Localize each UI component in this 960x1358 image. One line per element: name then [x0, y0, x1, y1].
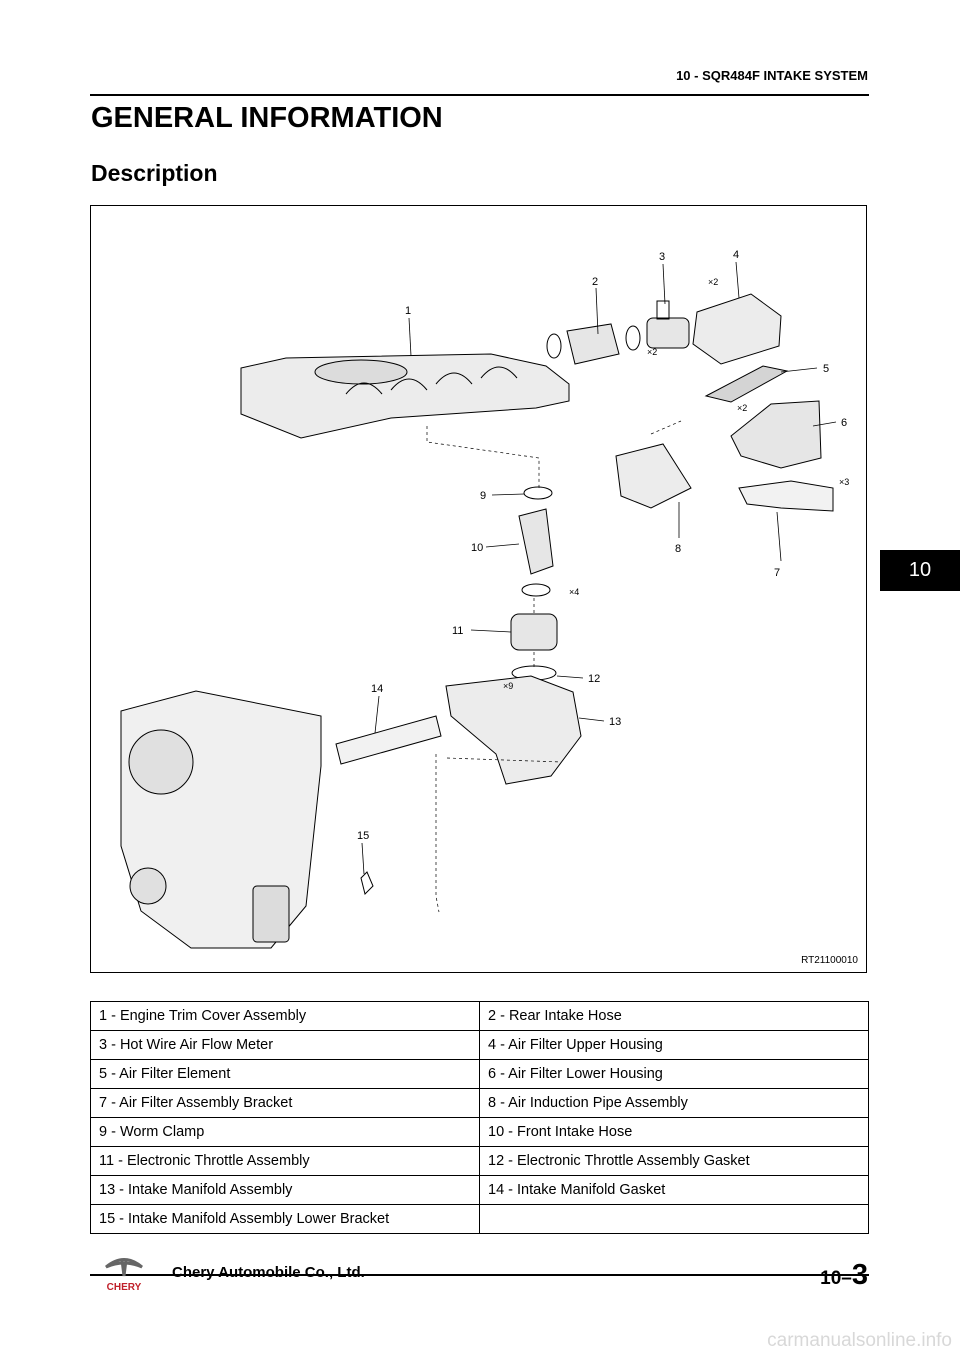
- table-cell: 4 - Air Filter Upper Housing: [479, 1030, 869, 1060]
- table-cell: 8 - Air Induction Pipe Assembly: [479, 1088, 869, 1118]
- worm-clamp: [523, 486, 553, 500]
- air-filter-upper-housing: [692, 293, 782, 365]
- callout-8: 8: [675, 543, 681, 555]
- table-cell: 13 - Intake Manifold Assembly: [90, 1175, 480, 1205]
- table-cell: 5 - Air Filter Element: [90, 1059, 480, 1089]
- electronic-throttle: [510, 613, 558, 651]
- qty-throttle-bolts: ×4: [569, 587, 579, 597]
- callout-7: 7: [774, 567, 780, 579]
- qty-manifold-nuts: ×9: [503, 681, 513, 691]
- page-number-value: 3: [851, 1259, 868, 1291]
- table-row: 15 - Intake Manifold Assembly Lower Brac…: [90, 1204, 869, 1234]
- callout-6: 6: [841, 417, 847, 429]
- table-cell: [479, 1204, 869, 1234]
- parts-legend-table: 1 - Engine Trim Cover Assembly 2 - Rear …: [90, 1001, 869, 1234]
- table-row: 9 - Worm Clamp 10 - Front Intake Hose: [90, 1117, 869, 1147]
- callout-11: 11: [452, 625, 463, 637]
- table-cell: 3 - Hot Wire Air Flow Meter: [90, 1030, 480, 1060]
- table-row: 5 - Air Filter Element 6 - Air Filter Lo…: [90, 1059, 869, 1089]
- callout-4: 4: [733, 249, 739, 261]
- manifold-lower-bracket: [360, 871, 374, 895]
- callout-5: 5: [823, 363, 829, 375]
- exploded-view-diagram: 1 2 3 4 5 6 7 8 9 10 11 12 13 14 15 ×2 ×…: [120, 249, 849, 949]
- callout-1: 1: [405, 305, 411, 317]
- callout-12: 12: [588, 673, 600, 685]
- air-flow-meter: [646, 300, 690, 349]
- engine-block: [120, 690, 322, 949]
- chery-logo-icon: CHERY: [105, 1258, 143, 1293]
- table-cell: 2 - Rear Intake Hose: [479, 1001, 869, 1031]
- page-title: GENERAL INFORMATION: [91, 102, 443, 134]
- watermark: carmanualsonline.info: [767, 1330, 952, 1351]
- footer-rule: [90, 1274, 869, 1276]
- front-intake-hose: [518, 508, 554, 575]
- section-title: Description: [91, 160, 218, 186]
- table-cell: 14 - Intake Manifold Gasket: [479, 1175, 869, 1205]
- callout-3: 3: [659, 251, 665, 263]
- table-row: 1 - Engine Trim Cover Assembly 2 - Rear …: [90, 1001, 869, 1031]
- page-number: 10–3: [820, 1259, 868, 1292]
- table-cell: 11 - Electronic Throttle Assembly: [90, 1146, 480, 1176]
- company-name: Chery Automobile Co., Ltd.: [172, 1264, 365, 1281]
- air-filter-bracket: [738, 480, 834, 512]
- table-row: 7 - Air Filter Assembly Bracket 8 - Air …: [90, 1088, 869, 1118]
- page-section: 10–: [820, 1268, 852, 1289]
- callout-10: 10: [471, 542, 483, 554]
- air-filter-lower-housing: [730, 400, 822, 469]
- callout-15: 15: [357, 830, 369, 842]
- table-row: 3 - Hot Wire Air Flow Meter 4 - Air Filt…: [90, 1030, 869, 1060]
- table-row: 11 - Electronic Throttle Assembly 12 - E…: [90, 1146, 869, 1176]
- exploded-view-figure: 1 2 3 4 5 6 7 8 9 10 11 12 13 14 15 ×2 ×…: [90, 205, 867, 973]
- header-rule: [90, 94, 869, 96]
- table-cell: 12 - Electronic Throttle Assembly Gasket: [479, 1146, 869, 1176]
- table-row: 13 - Intake Manifold Assembly 14 - Intak…: [90, 1175, 869, 1205]
- callout-14: 14: [371, 683, 383, 695]
- svg-text:CHERY: CHERY: [107, 1282, 142, 1293]
- callout-13: 13: [609, 716, 621, 728]
- table-cell: 15 - Intake Manifold Assembly Lower Brac…: [90, 1204, 480, 1234]
- callout-2: 2: [592, 276, 598, 288]
- callout-9: 9: [480, 490, 486, 502]
- chapter-tab-marker: 10: [880, 550, 960, 591]
- air-induction-pipe: [615, 443, 692, 509]
- qty-bracket-screws: ×3: [839, 477, 849, 487]
- figure-code: RT21100010: [801, 955, 858, 966]
- rear-intake-hose: [546, 323, 641, 365]
- qty-lower-housing-screws: ×2: [737, 403, 747, 413]
- manifold-gasket: [335, 715, 442, 765]
- qty-airflow-meter-screws: ×2: [647, 347, 657, 357]
- air-filter-element: [704, 365, 789, 403]
- qty-upper-housing-screws: ×2: [708, 277, 718, 287]
- intake-manifold: [445, 675, 582, 785]
- table-cell: 1 - Engine Trim Cover Assembly: [90, 1001, 480, 1031]
- table-cell: 10 - Front Intake Hose: [479, 1117, 869, 1147]
- table-cell: 7 - Air Filter Assembly Bracket: [90, 1088, 480, 1118]
- table-cell: 6 - Air Filter Lower Housing: [479, 1059, 869, 1089]
- engine-trim-cover: [240, 353, 570, 439]
- table-cell: 9 - Worm Clamp: [90, 1117, 480, 1147]
- chapter-title: 10 - SQR484F INTAKE SYSTEM: [676, 68, 868, 83]
